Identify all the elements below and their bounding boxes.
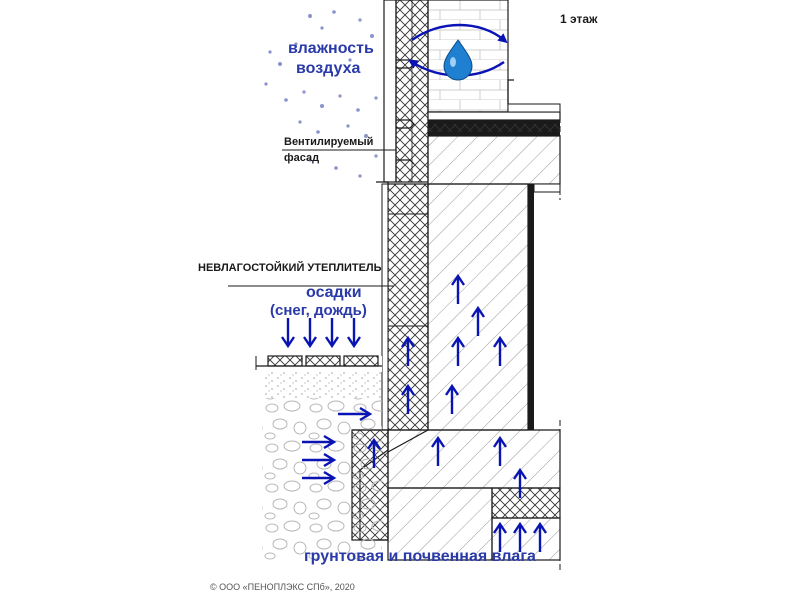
leader-lines (228, 0, 396, 287)
ventilated-facade-label-line2: фасад (284, 152, 320, 164)
air-humidity-label-line2: воздуха (296, 60, 361, 77)
water-drop-icon (443, 39, 473, 81)
ground-moisture-label: грунтовая и почвенная влага (304, 548, 536, 565)
precipitation-arrows (280, 316, 362, 348)
foundation-insulation (376, 181, 429, 431)
air-humidity-label-line1: влажность (288, 40, 374, 57)
ground-backfill (255, 355, 382, 560)
ventilated-facade-layers (383, 0, 429, 183)
paving-tiles (267, 355, 379, 367)
floor-label: 1 этаж (560, 12, 598, 26)
moisture-particle-icon (264, 10, 378, 178)
precipitation-label-line2: (снег, дождь) (270, 302, 367, 319)
floor-slab (427, 79, 561, 200)
insulation-label: НЕВЛАГОСТОЙКИЙ УТЕПЛИТЕЛЬ (198, 262, 382, 274)
copyright-text: © ООО «ПЕНОПЛЭКС СПб», 2020 (210, 582, 355, 592)
ventilated-facade-label-line1: Вентилируемый (284, 136, 374, 148)
precipitation-label-line1: осадки (306, 284, 362, 301)
